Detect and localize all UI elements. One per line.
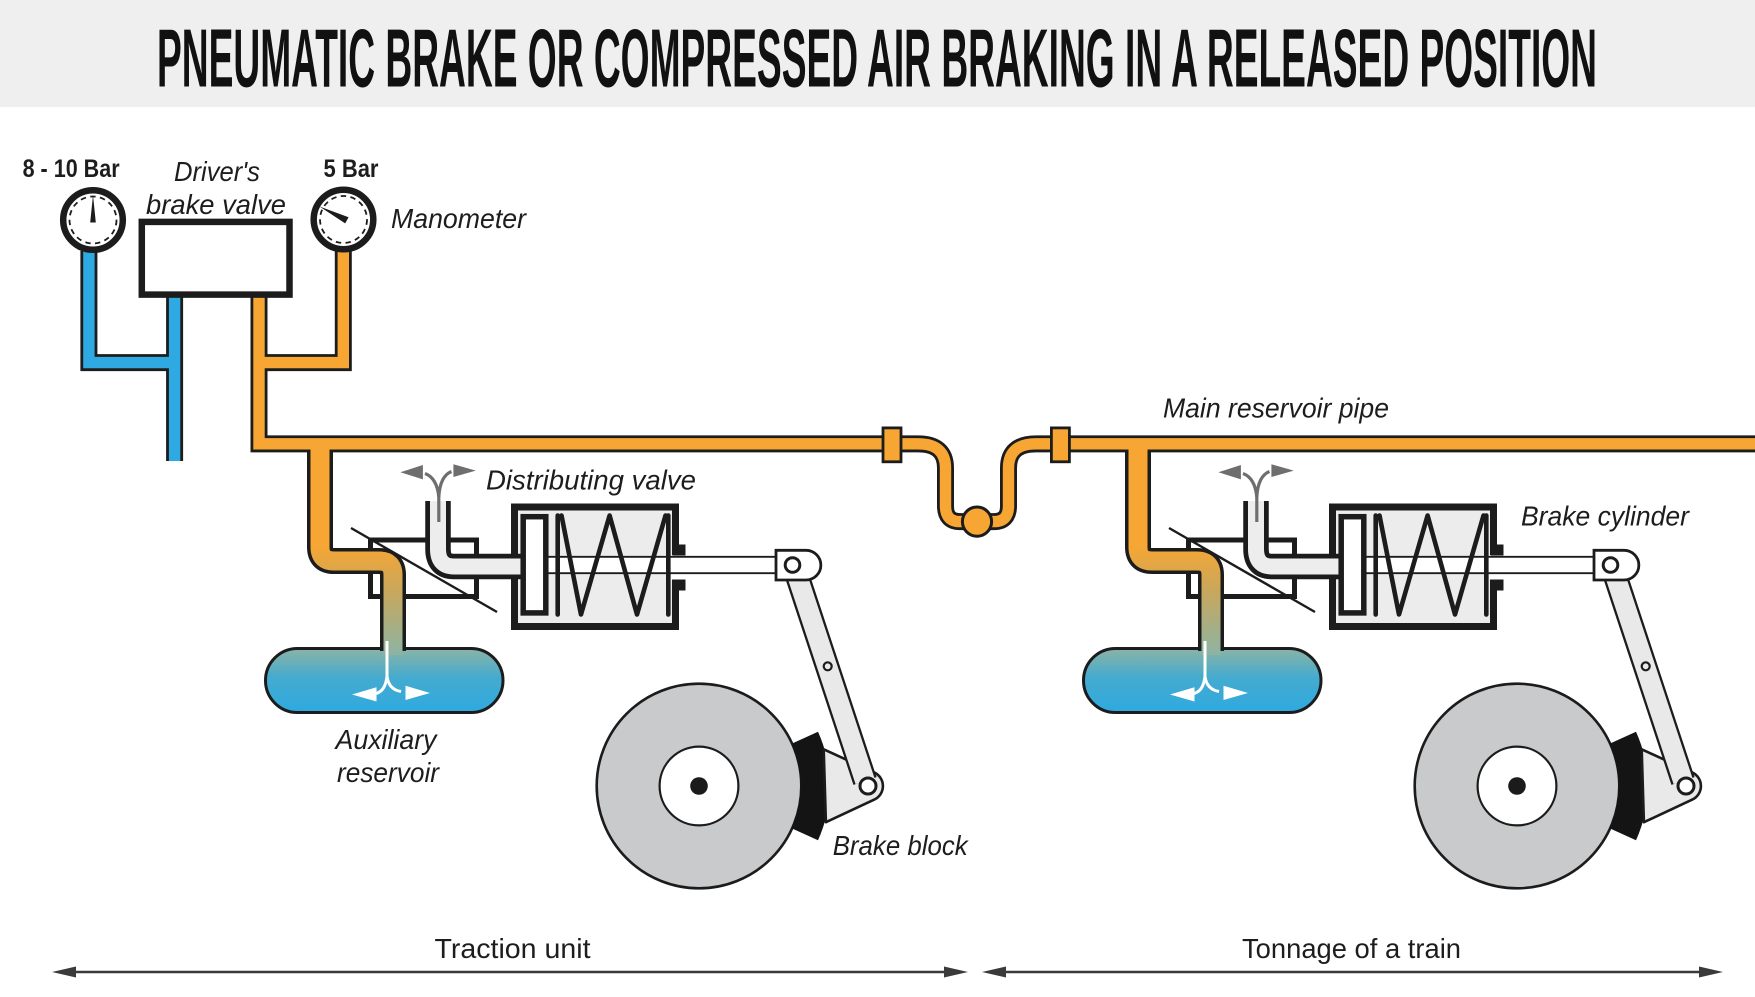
svg-text:Distributing valve: Distributing valve [486, 464, 696, 495]
svg-text:Brake cylinder: Brake cylinder [1521, 501, 1691, 532]
svg-text:Auxiliary: Auxiliary [334, 724, 439, 755]
svg-text:8 - 10 Bar: 8 - 10 Bar [23, 155, 120, 183]
svg-text:Traction unit: Traction unit [435, 933, 591, 964]
svg-text:Main reservoir pipe: Main reservoir pipe [1163, 393, 1389, 424]
svg-text:Tonnage of a train: Tonnage of a train [1242, 933, 1461, 964]
svg-text:5 Bar: 5 Bar [324, 155, 379, 183]
svg-text:Manometer: Manometer [391, 203, 528, 234]
svg-text:Brake block: Brake block [833, 830, 969, 861]
svg-text:brake valve: brake valve [146, 189, 286, 220]
svg-text:reservoir: reservoir [337, 757, 441, 788]
svg-text:Driver's: Driver's [174, 156, 260, 187]
svg-text:PNEUMATIC BRAKE OR COMPRESSED: PNEUMATIC BRAKE OR COMPRESSED AIR BRAKIN… [157, 12, 1597, 105]
